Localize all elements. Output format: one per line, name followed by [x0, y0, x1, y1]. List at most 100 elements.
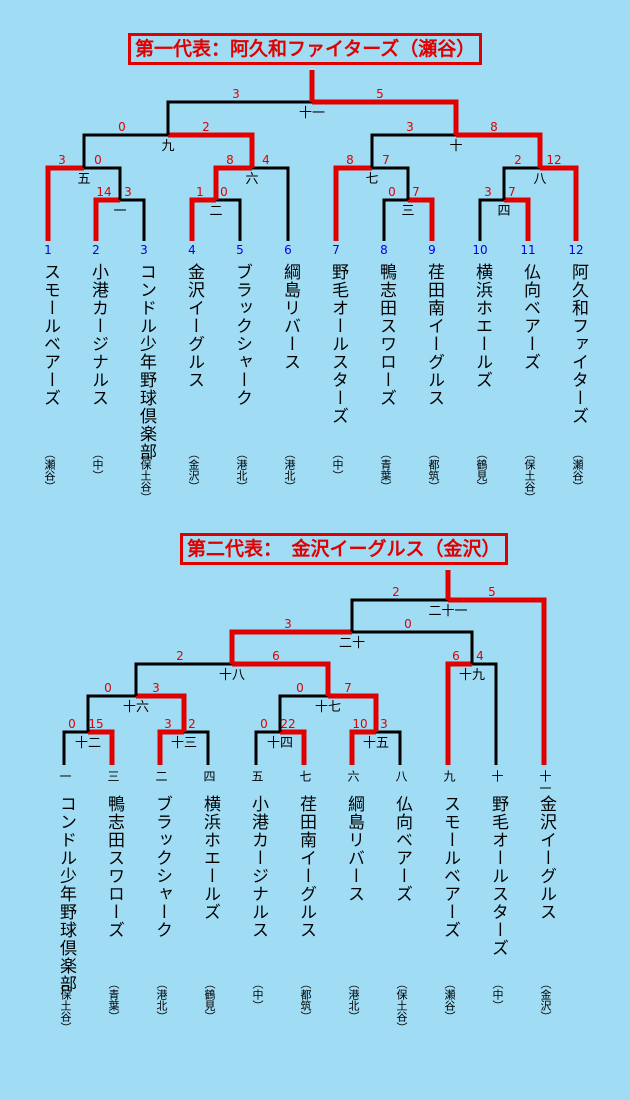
b2-match-2-right-line	[184, 730, 210, 765]
b1-seed-1: 1	[44, 243, 52, 257]
b2-match-10-left-score: 2	[392, 585, 400, 599]
b1-match-3-right-score: 7	[412, 185, 420, 199]
b2-match-9-right-line	[352, 630, 474, 664]
b1-team-name-5: ブラックシャーク	[232, 263, 252, 407]
b2-match-8-left-line	[445, 661, 472, 765]
b1-match-3-right-line	[408, 197, 435, 241]
b2-seed-5: 五	[250, 770, 264, 782]
b2-team-name-11: 金沢イーグルス	[536, 795, 556, 921]
b2-match-7-left-line	[134, 662, 232, 696]
b2-team-district-8: （保土谷）	[395, 978, 408, 1033]
b2-match-9-right-score: 0	[404, 617, 412, 631]
b1-match-4-right-score: 7	[508, 185, 516, 199]
b1-match-2-left-line	[189, 197, 216, 241]
b2-team-district-9: （瀬谷）	[443, 978, 456, 1022]
b1-seed-11: 11	[520, 243, 536, 257]
b2-match-9-left-line	[229, 629, 352, 664]
bracket1-title-banner: 第一代表：阿久和ファイターズ（瀬谷）	[128, 33, 483, 65]
b2-match-4-right-line	[376, 730, 402, 765]
b1-match-11-left-score: 3	[232, 87, 240, 101]
b1-team-district-5: （港北）	[235, 448, 248, 492]
b2-match-3-left-line	[254, 730, 280, 765]
b1-match-1-right-score: 3	[124, 185, 132, 199]
b2-match-1-right-line	[88, 729, 115, 765]
b1-match-4-left-score: 3	[484, 185, 492, 199]
b2-match-4-label: 十五	[363, 736, 389, 751]
b2-match-4-left-score: 10	[352, 717, 367, 731]
b2-team-name-10: 野毛オールスターズ	[488, 795, 508, 957]
b1-team-name-7: 野毛オールスターズ	[328, 263, 348, 425]
b1-match-7-right-line	[372, 166, 410, 200]
b1-team-district-3: （保土谷）	[139, 448, 152, 503]
b1-match-2-left-score: 1	[196, 185, 204, 199]
b2-match-1-left-score: 0	[68, 717, 76, 731]
b1-seed-4: 4	[188, 243, 196, 257]
b1-team-district-12: （瀬谷）	[571, 448, 584, 492]
b1-team-name-2: 小港カージナルス	[88, 263, 108, 407]
b1-team-name-4: 金沢イーグルス	[184, 263, 204, 389]
b1-match-5-label: 五	[77, 172, 90, 187]
b2-match-5-left-line	[86, 694, 136, 732]
b1-match-1-left-line	[93, 197, 120, 241]
b1-match-11-right-line	[312, 99, 459, 135]
b1-match-3-left-score: 0	[388, 185, 396, 199]
b2-match-7-right-score: 6	[272, 649, 280, 663]
b1-team-district-4: （金沢）	[187, 448, 200, 492]
b2-seed-2: 三	[106, 770, 120, 782]
b1-match-10-left-score: 3	[406, 120, 414, 134]
b1-match-6-right-score: 4	[262, 153, 270, 167]
b1-match-8-left-score: 2	[514, 153, 522, 167]
b1-match-9-left-line	[82, 133, 168, 168]
b1-team-district-10: （鶴見）	[475, 448, 488, 492]
b2-match-7-left-score: 2	[176, 649, 184, 663]
b1-match-11-left-line	[166, 100, 312, 135]
b2-match-6-label: 十七	[315, 700, 341, 715]
b1-match-5-left-line	[45, 165, 84, 241]
b2-seed-3: 二	[154, 770, 168, 782]
b1-match-7-left-line	[333, 165, 372, 241]
b2-team-name-5: 小港カージナルス	[248, 795, 268, 939]
b2-match-1-left-line	[62, 730, 88, 765]
b2-match-2-label: 十三	[171, 736, 197, 751]
b2-match-3-left-score: 0	[260, 717, 268, 731]
b2-seed-4: 四	[202, 770, 216, 782]
b1-match-3-left-line	[382, 198, 408, 241]
b2-match-9-left-score: 3	[284, 617, 292, 631]
b1-match-7-left-score: 8	[346, 153, 354, 167]
b2-team-name-2: 鴨志田スワローズ	[104, 795, 124, 939]
b2-seed-9: 九	[442, 770, 456, 782]
b1-match-9-label: 九	[161, 139, 174, 154]
b1-seed-10: 10	[472, 243, 488, 257]
b1-match-5-right-line	[84, 166, 122, 200]
b2-match-5-right-score: 3	[152, 681, 160, 695]
b1-match-8-label: 八	[533, 172, 546, 187]
b1-match-1-right-line	[120, 198, 146, 241]
b1-team-district-7: （中）	[331, 448, 344, 481]
b1-team-district-2: （中）	[91, 448, 104, 481]
b2-team-name-3: ブラックシャーク	[152, 795, 172, 939]
b1-seed-12: 12	[568, 243, 584, 257]
b1-team-district-11: （保土谷）	[523, 448, 536, 503]
b2-match-8-right-line	[472, 662, 498, 765]
b1-team-name-1: スモールベアーズ	[40, 263, 60, 407]
b1-team-name-9: 荏田南イーグルス	[424, 263, 444, 407]
b2-match-7-right-line	[232, 661, 331, 696]
b2-match-1-label: 十二	[75, 736, 101, 751]
b2-match-10-right-line	[448, 597, 547, 765]
b1-team-name-3: コンドル少年野球倶楽部	[136, 263, 156, 461]
b2-match-10-right-score: 5	[488, 585, 496, 599]
b1-match-6-left-score: 8	[226, 153, 234, 167]
b2-match-1-right-score: 15	[88, 717, 103, 731]
b1-match-10-right-line	[456, 132, 543, 168]
b1-seed-8: 8	[380, 243, 388, 257]
bracket2-title-banner: 第二代表： 金沢イーグルス（金沢）	[180, 533, 508, 565]
b2-team-district-2: （青葉）	[107, 978, 120, 1022]
b1-team-name-8: 鴨志田スワローズ	[376, 263, 396, 407]
b2-match-6-right-line	[328, 693, 379, 732]
b1-match-1-label: 一	[113, 204, 126, 219]
b1-team-name-12: 阿久和ファイターズ	[568, 263, 588, 425]
bracket2-title: 第二代表： 金沢イーグルス（金沢）	[187, 538, 501, 560]
b1-match-9-left-score: 0	[118, 120, 126, 134]
b2-match-2-left-line	[157, 729, 184, 765]
b1-match-10-left-line	[370, 133, 456, 168]
